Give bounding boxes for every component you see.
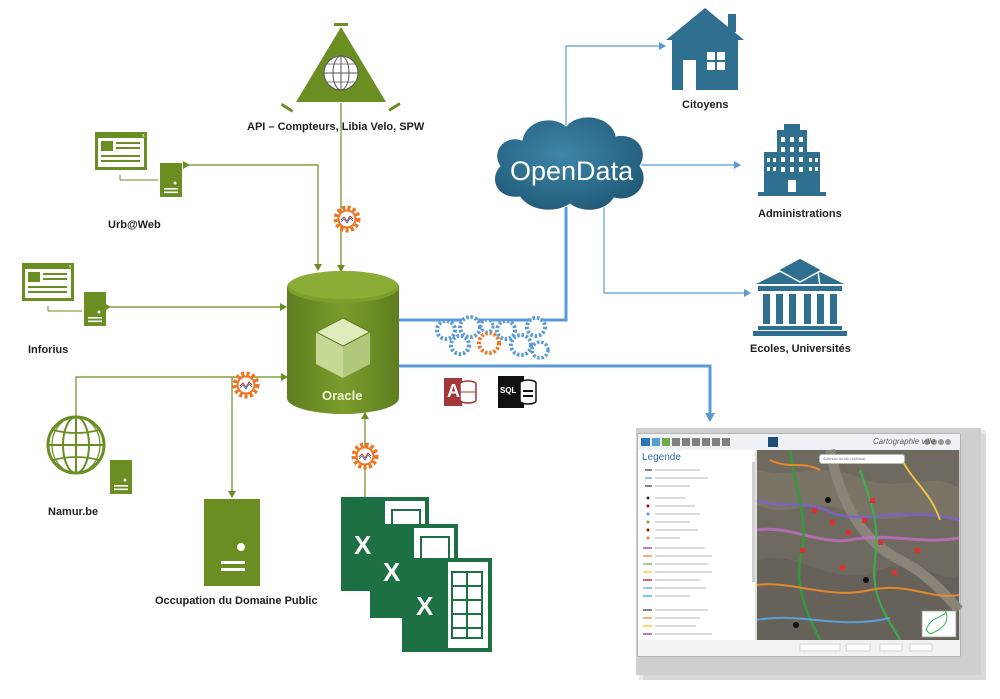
opendata-cloud-icon (494, 116, 645, 211)
opendata-label: OpenData (510, 156, 634, 186)
urbaweb-computer-icon (95, 132, 182, 197)
inforius-label: Inforius (28, 344, 69, 356)
connector-namur-oracle (75, 373, 288, 418)
excel-letter-2: X (383, 557, 401, 587)
connector-opendata-ecoles (603, 200, 751, 297)
api-triangle-icon (280, 23, 401, 113)
administrations-label: Administrations (758, 208, 842, 220)
access-icon (444, 378, 477, 406)
access-letter: A (447, 381, 460, 401)
app-header-title: Cartographie ville (873, 437, 936, 446)
university-icon (753, 257, 847, 336)
map-area (756, 449, 963, 641)
app-header-buttons (924, 439, 951, 445)
oracle-label: Oracle (322, 388, 363, 403)
gear-icon (336, 208, 358, 230)
citoyens-label: Citoyens (682, 99, 729, 111)
webapp-screenshot (636, 428, 986, 680)
gear-icon (235, 374, 257, 396)
sql-letter: SQL (500, 386, 517, 395)
connector-urbaweb-oracle (183, 161, 322, 271)
excel-letter-1: X (354, 530, 372, 560)
cube-icon (314, 317, 372, 378)
occupation-server-icon (204, 499, 260, 586)
sql-icon (498, 376, 537, 408)
occupation-label: Occupation du Domaine Public (155, 595, 318, 607)
app-logo (768, 437, 778, 447)
gear-icon (354, 445, 376, 467)
legend-lines (643, 469, 712, 635)
namur-globe-icon (46, 415, 132, 494)
app-toolbar (641, 438, 730, 446)
namur-label: Namur.be (48, 506, 99, 518)
oracle-database-icon (287, 271, 399, 414)
connector-oracle-webapp (393, 361, 715, 422)
urbaweb-label: Urb@Web (108, 219, 161, 231)
excel-files-icon (341, 497, 492, 652)
legend-title: Legende (642, 452, 681, 463)
inforius-computer-icon (22, 263, 106, 326)
excel-letter-3: X (416, 591, 434, 621)
ecoles-label: Ecoles, Universités (750, 343, 851, 355)
api-label: API – Compteurs, Libia Velo, SPW (247, 121, 425, 133)
map-search-input[interactable]: Adresse ou lieu (défaut) (819, 454, 905, 464)
connector-oracle-opendata (393, 191, 571, 325)
house-icon (666, 8, 744, 90)
connector-opendata-citoyens (565, 42, 666, 137)
gear-cluster-icon (435, 315, 550, 360)
blue-connectors (393, 42, 751, 422)
office-building-icon (758, 124, 826, 196)
